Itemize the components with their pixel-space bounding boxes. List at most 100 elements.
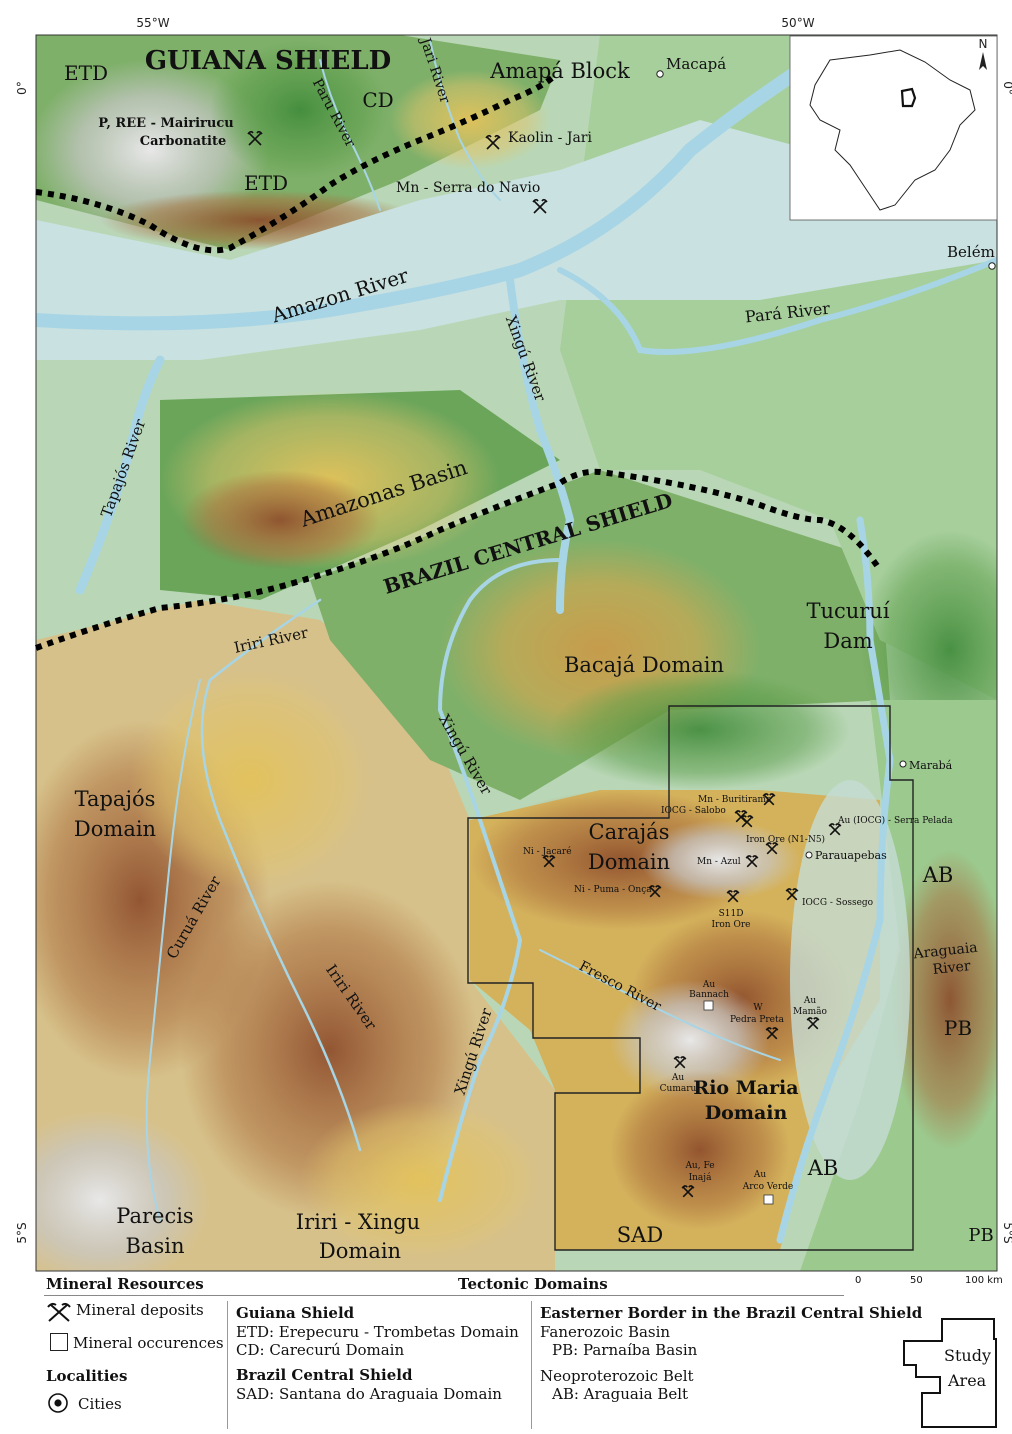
label-ab-2: AB <box>807 1156 839 1180</box>
label-iriri-xingu-domain-1: Iriri - Xingu <box>296 1210 420 1234</box>
label-tucurui-dam-2: Dam <box>823 629 872 653</box>
label-inaja-1: Au, Fe <box>684 1161 714 1171</box>
legend-mineral-occurrences: Mineral occurences <box>73 1334 224 1352</box>
legend: 0 50 100 km Mineral Resources Tectonic D… <box>0 1275 1012 1434</box>
legend-etd: ETD: Erepecuru - Trombetas Domain <box>236 1323 519 1341</box>
legend-study-area-icon <box>903 1318 997 1428</box>
label-mn-azul: Mn - Azul <box>697 857 741 867</box>
label-rio-maria-domain-2: Domain <box>705 1102 788 1124</box>
label-parecis-basin-1: Parecis <box>116 1204 193 1228</box>
label-sad: SAD <box>617 1223 663 1247</box>
terrain <box>36 35 997 1271</box>
label-s11d-2: Iron Ore <box>712 920 751 930</box>
label-pedra-preta-1: W <box>753 1003 763 1013</box>
legend-guiana-title: Guiana Shield <box>236 1304 355 1322</box>
city-maraba[interactable]: Marabá <box>899 759 953 772</box>
label-mairirucu-2: Carbonatite <box>140 134 226 149</box>
city-macapa[interactable]: Macapá <box>656 55 726 78</box>
legend-city-icon <box>48 1393 68 1413</box>
label-tapajos-domain-1: Tapajós <box>75 787 156 811</box>
coord-left-0: 0° <box>15 81 29 95</box>
svg-text:Belém: Belém <box>947 243 995 261</box>
scale-label-50: 50 <box>910 1275 923 1286</box>
study-area-outline <box>467 705 914 1251</box>
label-mamao-1: Au <box>803 996 816 1006</box>
label-parecis-basin-2: Basin <box>126 1234 185 1258</box>
brazil-shield-boundary <box>34 468 883 651</box>
label-arco-verde-2: Arco Verde <box>742 1182 794 1192</box>
label-guiana-shield: GUIANA SHIELD <box>145 46 391 76</box>
label-ab-1: AB <box>922 863 954 887</box>
coord-left-5s: 5°S <box>15 1222 29 1243</box>
label-araguaia-river-2: River <box>932 958 972 978</box>
label-bannach-1: Au <box>702 980 715 990</box>
deposit-salobo[interactable] <box>734 810 748 823</box>
legend-localities-title: Localities <box>46 1367 128 1385</box>
deposit-mn-azul[interactable] <box>745 855 759 868</box>
label-salobo: IOCG - Salobo <box>661 806 726 816</box>
deposit-sossego[interactable] <box>785 888 799 901</box>
occurrence-arco-verde[interactable] <box>763 1194 774 1205</box>
legend-rule <box>44 1295 844 1296</box>
label-mamao-2: Mamão <box>793 1006 827 1017</box>
label-pb-1: PB <box>944 1016 972 1040</box>
deposit-buritirama[interactable] <box>762 793 776 806</box>
river-network <box>36 39 997 1244</box>
legend-sad: SAD: Santana do Araguaia Domain <box>236 1385 502 1403</box>
coord-right-0: 0° <box>1001 81 1012 95</box>
label-pb-2: PB <box>968 1225 993 1246</box>
deposit-serra-pelada[interactable] <box>828 823 842 836</box>
inset-north-label: N <box>979 37 988 51</box>
deposit-ni-puma[interactable] <box>648 885 662 898</box>
label-tapajos-domain-2: Domain <box>74 817 156 841</box>
label-tucurui-dam-1: Tucuruí <box>806 599 889 623</box>
deposit-kaolin-jari[interactable] <box>485 134 501 150</box>
legend-pb: PB: Parnaíba Basin <box>552 1341 698 1359</box>
label-mairirucu-1: P, REE - Mairirucu <box>98 116 233 131</box>
legend-eastern-title: Easterner Border in the Brazil Central S… <box>540 1304 923 1322</box>
scale-label-0: 0 <box>855 1275 862 1286</box>
label-arco-verde-1: Au <box>753 1170 766 1180</box>
label-ni-puma: Ni - Puma - Onça <box>574 885 652 895</box>
city-parauapebas[interactable]: Parauapebas <box>805 849 887 862</box>
city-belem[interactable]: Belém <box>947 243 996 270</box>
deposit-iron-ore[interactable] <box>765 842 779 855</box>
legend-divider-1 <box>227 1301 228 1429</box>
label-cumaru-2: Cumaru <box>660 1084 697 1094</box>
label-serra-pelada: Au (IOCG) - Serra Pelada <box>837 815 953 826</box>
deposit-inaja[interactable] <box>681 1185 695 1198</box>
label-rio-maria-domain-1: Rio Maria <box>693 1077 798 1099</box>
deposit-mairirucu[interactable] <box>247 130 263 146</box>
map-frame <box>35 34 998 1272</box>
occurrence-bannach[interactable] <box>703 1000 714 1011</box>
deposit-ni-jacare[interactable] <box>542 855 556 868</box>
mineral-deposit-markers <box>247 130 842 1198</box>
deposit-pedra-preta[interactable] <box>765 1027 779 1040</box>
deposit-salobo-2[interactable] <box>740 815 754 828</box>
label-bannach-2: Bannach <box>689 990 729 1000</box>
legend-occurrence-square-icon <box>50 1333 68 1351</box>
label-etd-1: ETD <box>64 61 108 85</box>
label-sossego: IOCG - Sossego <box>802 898 873 908</box>
label-s11d-1: S11D <box>719 909 744 919</box>
coord-top-55w: 55°W <box>136 16 169 30</box>
relief-map: N 55°W 50°W 0° 5°S 0° 5°S GUIANA SHIELD … <box>15 16 1012 1272</box>
deposit-cumaru[interactable] <box>673 1056 687 1069</box>
legend-brazil-title: Brazil Central Shield <box>236 1366 413 1384</box>
legend-neoproterozoic: Neoproterozoic Belt <box>540 1367 694 1385</box>
label-cumaru-1: Au <box>671 1073 684 1083</box>
label-kaolin-jari: Kaolin - Jari <box>508 130 592 146</box>
svg-text:Macapá: Macapá <box>666 55 726 73</box>
label-pedra-preta-2: Pedra Preta <box>730 1015 785 1025</box>
deposit-serra-navio[interactable] <box>532 198 548 214</box>
legend-cd: CD: Carecurú Domain <box>236 1341 405 1359</box>
deposit-mamao[interactable] <box>806 1017 820 1030</box>
legend-pick-hammer-icon <box>47 1302 71 1322</box>
label-carajas-domain-2: Domain <box>588 850 670 874</box>
legend-cities: Cities <box>78 1395 122 1413</box>
label-iron-ore-n: Iron Ore (N1-N5) <box>746 834 825 845</box>
label-amapa-block: Amapá Block <box>489 59 630 83</box>
legend-tectonic-title: Tectonic Domains <box>458 1275 608 1293</box>
deposit-s11d[interactable] <box>726 890 740 903</box>
svg-text:Marabá: Marabá <box>909 759 953 772</box>
